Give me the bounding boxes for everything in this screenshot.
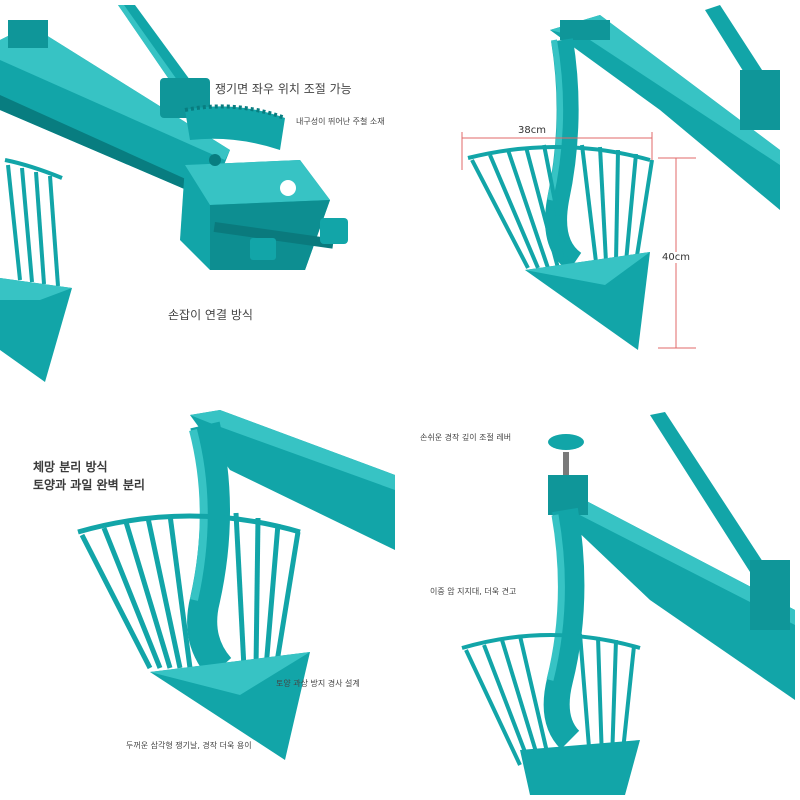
caption-depth-lever: 손쉬운 경작 깊이 조절 레버 xyxy=(420,433,512,442)
caption-cast-iron: 내구성이 뛰어난 주철 소재 xyxy=(296,117,385,126)
caption-double-arm-support: 이중 암 지지대, 더욱 견고 xyxy=(430,587,517,596)
panel-handle-connection: 쟁기면 좌우 위치 조절 가능 내구성이 뛰어난 주철 소재 손잡이 연결 방식 xyxy=(0,0,400,400)
plow-depth-lever-image xyxy=(461,412,795,795)
dimension-height-label: 40cm xyxy=(662,252,690,263)
caption-soil-fruit-separation: 토양과 과일 완벽 분리 xyxy=(33,478,145,492)
caption-triangle-blade: 두꺼운 삼각형 쟁기날, 경작 더욱 용이 xyxy=(126,741,252,750)
caption-handle-connection: 손잡이 연결 방식 xyxy=(168,308,253,322)
caption-slope-design: 토양 과상 방지 경사 설계 xyxy=(276,679,360,688)
panel-sieve-separation: 체망 분리 방식 토양과 과일 완벽 분리 토양 과상 방지 경사 설계 두꺼운… xyxy=(0,400,400,800)
caption-sieve-method: 체망 분리 방식 xyxy=(33,460,108,474)
panel-depth-lever: 손쉬운 경작 깊이 조절 레버 이중 암 지지대, 더욱 견고 xyxy=(400,400,800,800)
dimension-width-label: 38cm xyxy=(518,125,546,136)
caption-adjustable-position: 쟁기면 좌우 위치 조절 가능 xyxy=(215,82,352,96)
plow-sieve-image xyxy=(77,410,395,760)
plow-dimension-image xyxy=(461,5,780,350)
panel-dimensions: 38cm 40cm xyxy=(400,0,800,400)
plow-handle-joint-image xyxy=(0,5,348,382)
